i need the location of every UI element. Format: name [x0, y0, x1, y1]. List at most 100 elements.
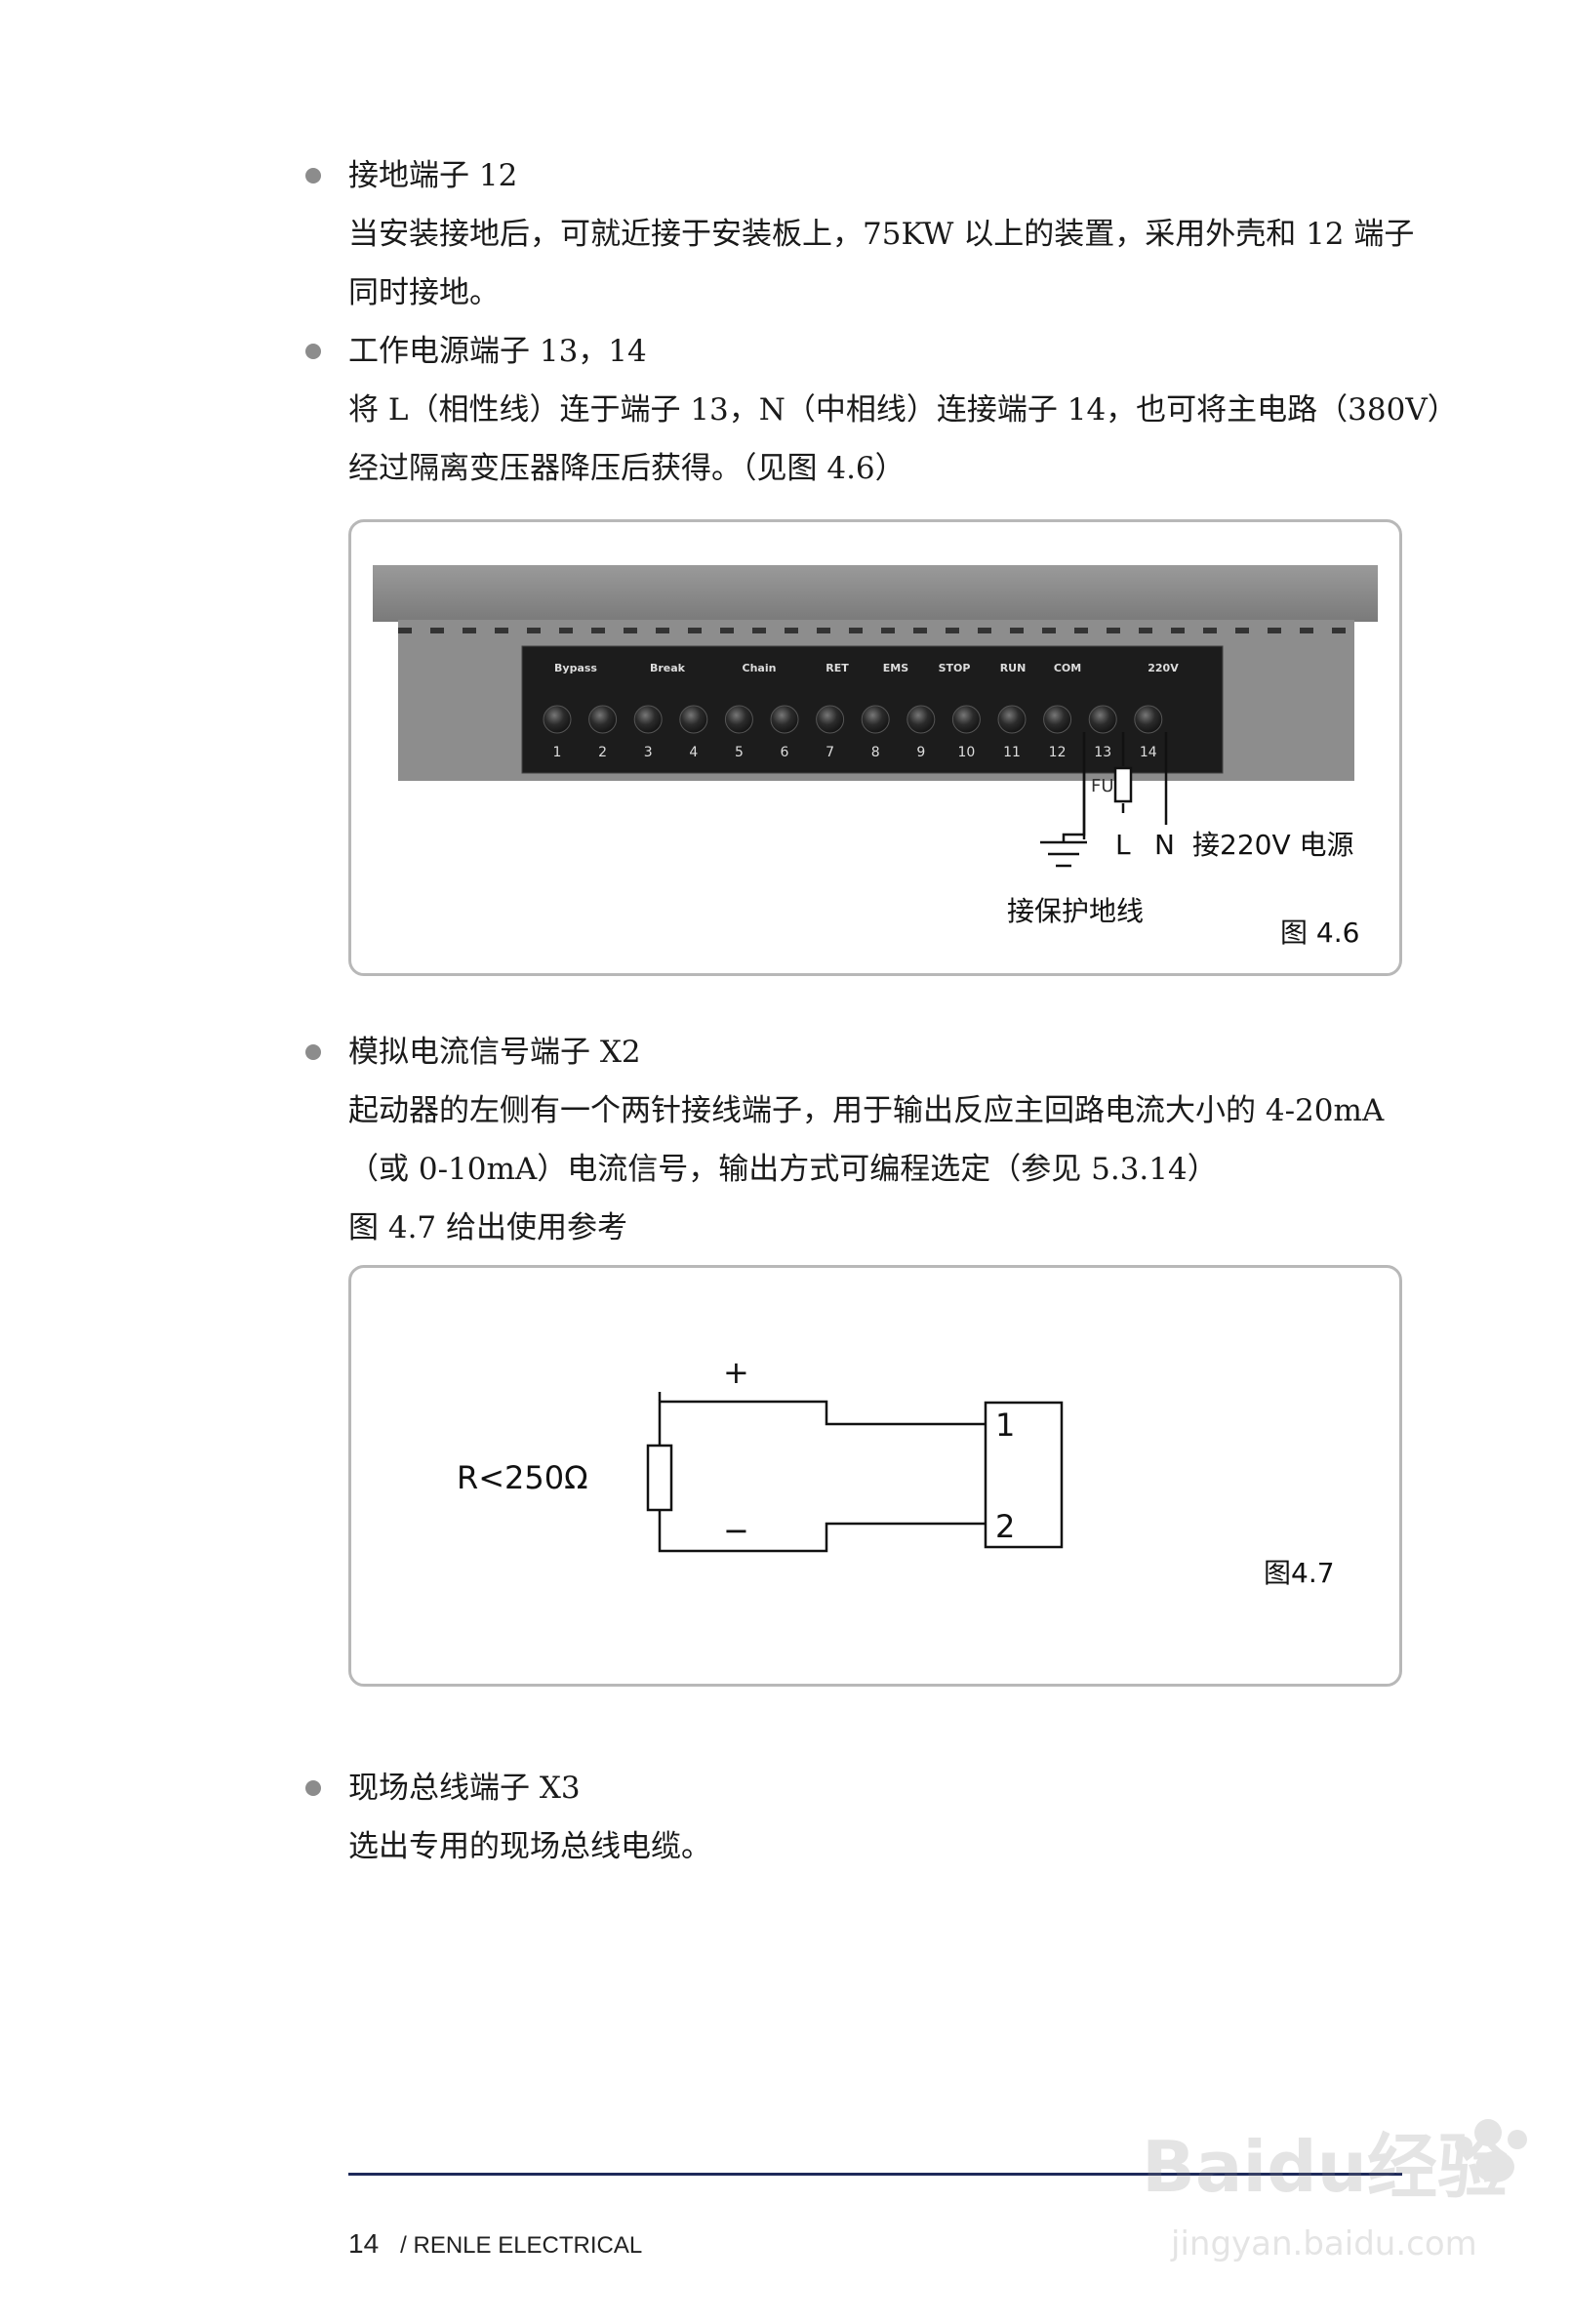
- terminal-number: 11: [1003, 745, 1021, 760]
- vent-slot: [817, 628, 830, 633]
- vent-slot: [398, 628, 412, 633]
- section-title-analog: 模拟电流信号端子 X2: [348, 1035, 641, 1070]
- figure-caption: 图4.7: [1264, 1557, 1335, 1589]
- plus-sign: +: [723, 1354, 749, 1391]
- section-title-ground: 接地端子 12: [348, 158, 518, 193]
- power-label: 接220V 电源: [1192, 829, 1354, 861]
- vent-slot: [527, 628, 541, 633]
- terminal-screw: [633, 705, 663, 734]
- terminal-group-label: Break: [650, 662, 686, 674]
- terminal-group-label: STOP: [939, 662, 971, 674]
- vent-slot: [1300, 628, 1313, 633]
- terminal-block: [984, 1401, 1064, 1549]
- vent-slot: [881, 628, 895, 633]
- terminal-screw: [1134, 705, 1163, 734]
- terminal-number: 8: [871, 745, 880, 760]
- figure-caption: 图 4.6: [1280, 917, 1359, 949]
- paragraph-line: 同时接地。: [348, 275, 500, 310]
- terminal-screw: [588, 705, 618, 734]
- vent-slot: [1010, 628, 1024, 633]
- l-label: L: [1115, 829, 1131, 861]
- terminal-number: 7: [826, 745, 834, 760]
- figure-4-7: + − 1 2 R<250Ω 图4.7: [348, 1265, 1402, 1687]
- ground-label: 接保护地线: [1007, 895, 1144, 927]
- pin-1-label: 1: [995, 1407, 1015, 1444]
- terminal-screw: [724, 705, 753, 734]
- vent-slot: [559, 628, 573, 633]
- terminal-screws: [543, 705, 1163, 734]
- bullet-dot: [305, 1780, 321, 1796]
- terminal-group-label: RET: [826, 662, 849, 674]
- paragraph-line: 起动器的左侧有一个两针接线端子，用于输出反应主回路电流大小的 4-20mA: [348, 1093, 1385, 1128]
- vent-slot: [1042, 628, 1056, 633]
- vent-slot: [785, 628, 798, 633]
- vent-slot: [1171, 628, 1185, 633]
- baidu-watermark-logo: Baidu经验 jingyan.baidu.com: [1142, 2119, 1527, 2263]
- vent-slot: [1235, 628, 1249, 633]
- terminal-group-label: Chain: [743, 662, 777, 674]
- terminal-screw: [543, 705, 572, 734]
- terminal-number: 1: [553, 745, 562, 760]
- paragraph-line: （或 0-10mA）电流信号，输出方式可编程选定（参见 5.3.14）: [348, 1152, 1218, 1187]
- terminal-number: 2: [598, 745, 607, 760]
- terminal-group-label: EMS: [883, 662, 908, 674]
- vent-slot: [688, 628, 702, 633]
- terminal-screw: [906, 705, 936, 734]
- terminal-number: 9: [916, 745, 925, 760]
- device-housing-top: [373, 565, 1378, 622]
- vent-slot: [624, 628, 637, 633]
- section-title-power: 工作电源端子 13，14: [348, 334, 647, 369]
- paragraph-line: 当安装接地后，可就近接于安装板上，75KW 以上的装置，采用外壳和 12 端子: [348, 217, 1415, 252]
- circuit-wires: [658, 1392, 989, 1553]
- company-name: / RENLE ELECTRICAL: [400, 2232, 643, 2259]
- vent-slot: [913, 628, 927, 633]
- ground-symbol-icon: [1040, 840, 1087, 868]
- vent-slot: [1107, 628, 1120, 633]
- terminal-group-label: RUN: [1000, 662, 1027, 674]
- ground-wire: [1062, 732, 1086, 842]
- terminal-screw: [861, 705, 890, 734]
- terminal-screw: [816, 705, 845, 734]
- vent-slot: [849, 628, 863, 633]
- vent-slots: [398, 628, 1346, 633]
- vent-slot: [591, 628, 605, 633]
- vent-slot: [463, 628, 476, 633]
- footer: 14/ RENLE ELECTRICAL: [348, 2228, 642, 2260]
- vent-slot: [1268, 628, 1281, 633]
- section-title-fieldbus: 现场总线端子 X3: [348, 1771, 581, 1806]
- resistor-label: R<250Ω: [457, 1459, 588, 1496]
- vent-slot: [978, 628, 991, 633]
- vent-slot: [656, 628, 669, 633]
- fuse-label: FU: [1091, 776, 1114, 796]
- paragraph-line: 选出专用的现场总线电缆。: [348, 1829, 711, 1864]
- n-label: N: [1154, 829, 1175, 861]
- terminal-number: 6: [781, 745, 789, 760]
- terminal-group-label: Bypass: [554, 662, 597, 674]
- current-output-diagram: + − 1 2 R<250Ω 图4.7: [457, 1354, 1335, 1589]
- terminal-screw: [997, 705, 1027, 734]
- vent-slot: [495, 628, 508, 633]
- terminal-number: 3: [644, 745, 653, 760]
- paragraph-line: 将 L（相性线）连于端子 13，N（中相线）连接端子 14，也可将主电路（380…: [348, 392, 1458, 428]
- pin-2-label: 2: [995, 1508, 1015, 1545]
- terminal-number: 10: [957, 745, 975, 760]
- fuse-icon: [1113, 766, 1133, 803]
- terminal-screw: [770, 705, 799, 734]
- terminal-group-label: COM: [1054, 662, 1081, 674]
- bullet-dot: [305, 168, 321, 183]
- footer-rule: [348, 2173, 1402, 2176]
- vent-slot: [1203, 628, 1217, 633]
- minus-sign: −: [723, 1512, 749, 1549]
- terminal-screw: [951, 705, 981, 734]
- vent-slot: [430, 628, 444, 633]
- vent-slot: [752, 628, 766, 633]
- vent-slot: [1074, 628, 1088, 633]
- paw-icon: [1455, 2119, 1527, 2182]
- vent-slot: [1139, 628, 1152, 633]
- vent-slot: [720, 628, 734, 633]
- bullet-dot: [305, 1044, 321, 1060]
